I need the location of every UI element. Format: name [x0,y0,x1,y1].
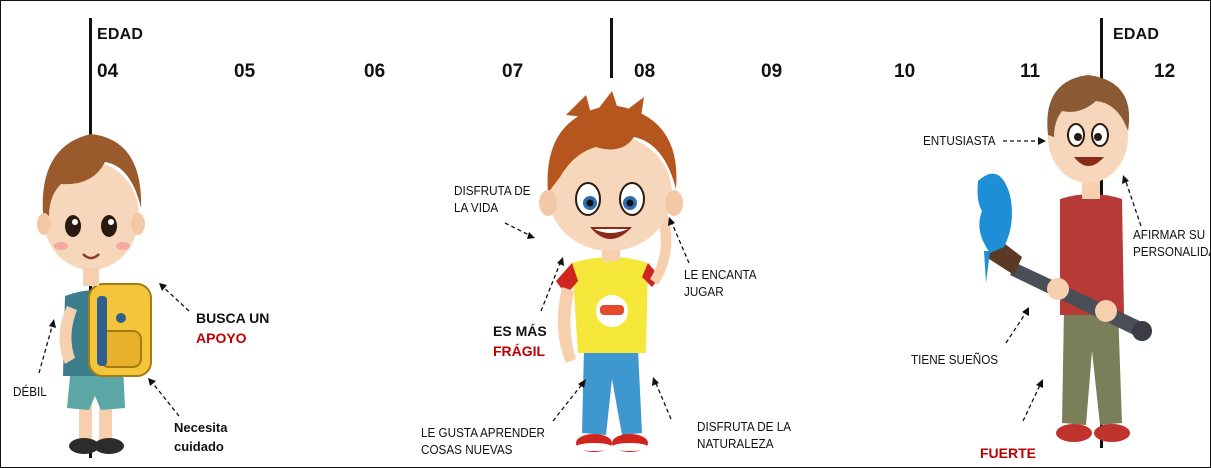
arrow-disfruta-vida [504,222,535,239]
edad-label-right: EDAD [1113,26,1160,43]
arrow-fuerte [1022,379,1043,422]
arrow-es-mas-fragil [540,257,564,312]
label-apoyo: APOYO [196,330,247,346]
label-necesita: Necesita [174,420,228,435]
label-le-encanta: LE ENCANTA [684,267,757,282]
label-es-mas: ES MÁS [493,323,547,339]
label-personalida: PERSONALIDA [1133,244,1211,259]
age-08: 08 [634,61,656,82]
label-la-vida: LA VIDA [454,200,499,215]
age-05: 05 [234,61,256,82]
label-fuerte: FUERTE [980,445,1036,461]
label-disfruta-de: DISFRUTA DE [454,183,531,198]
arrow-afirmar [1122,175,1142,227]
label-busca-un: BUSCA UN [196,310,270,326]
toddler-with-backpack-illustration [37,134,152,454]
arrow-debil [38,319,56,374]
arrow-busca-apoyo [159,283,190,312]
boy-with-paintbrush-illustration [977,75,1152,442]
label-debil: DÉBIL [13,384,47,399]
label-afirmar-su: AFIRMAR SU [1133,227,1206,242]
age-09: 09 [761,61,783,82]
label-naturaleza: NATURALEZA [697,436,774,451]
label-cosas-nuevas: COSAS NUEVAS [421,442,513,457]
age-12: 12 [1154,61,1176,82]
age-07: 07 [502,61,524,82]
arrow-naturaleza [652,377,672,420]
age-11: 11 [1020,61,1041,82]
label-cuidado: cuidado [174,439,224,454]
arrow-encanta-jugar [668,217,690,264]
label-fragil: FRÁGIL [493,343,546,359]
arrow-entusiasta [1003,137,1046,145]
age-10: 10 [894,61,916,82]
edad-label-left: EDAD [97,26,144,43]
label-tiene-suenos: TIENE SUEÑOS [911,352,999,367]
arrow-necesita-cuidado [148,378,180,417]
waving-boy-illustration [539,91,683,452]
label-jugar: JUGAR [684,284,724,299]
age-06: 06 [364,61,386,82]
age-04: 04 [97,61,119,82]
label-disfruta-de-la: DISFRUTA DE LA [697,419,792,434]
label-entusiasta: ENTUSIASTA [923,133,996,148]
arrow-aprender [552,379,586,422]
arrow-tiene-suenos [1005,307,1029,344]
label-le-gusta-aprender: LE GUSTA APRENDER [421,425,545,440]
age-marker-line-08 [610,18,613,78]
